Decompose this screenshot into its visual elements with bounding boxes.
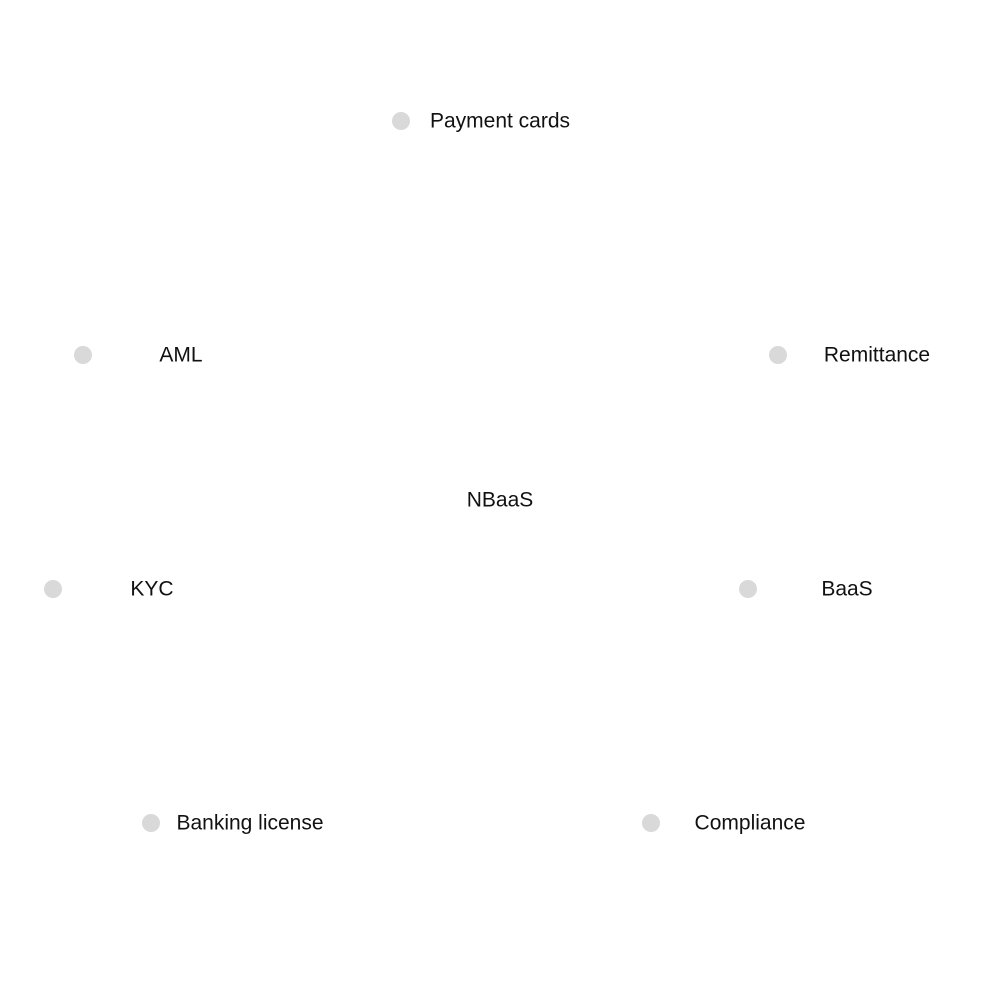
node-dot (142, 814, 160, 832)
node-remittance: Remittance (769, 345, 930, 366)
node-dot (392, 112, 410, 130)
node-payment-cards: Payment cards (392, 111, 570, 132)
node-dot (769, 346, 787, 364)
center-node-label: NBaaS (466, 488, 534, 512)
node-dot (74, 346, 92, 364)
node-dot (739, 580, 757, 598)
node-label: Banking license (176, 811, 324, 835)
node-baas: BaaS (739, 579, 873, 600)
node-label: Remittance (823, 343, 931, 367)
node-dot (642, 814, 660, 832)
node-label: KYC (130, 577, 174, 601)
node-kyc: KYC (44, 579, 174, 600)
node-aml: AML (74, 345, 203, 366)
node-label: BaaS (821, 577, 873, 601)
node-label: Payment cards (429, 109, 571, 133)
node-compliance: Compliance (642, 813, 805, 834)
node-banking-license: Banking license (142, 813, 324, 834)
node-label: AML (159, 343, 203, 367)
node-label: Compliance (694, 811, 806, 835)
node-dot (44, 580, 62, 598)
